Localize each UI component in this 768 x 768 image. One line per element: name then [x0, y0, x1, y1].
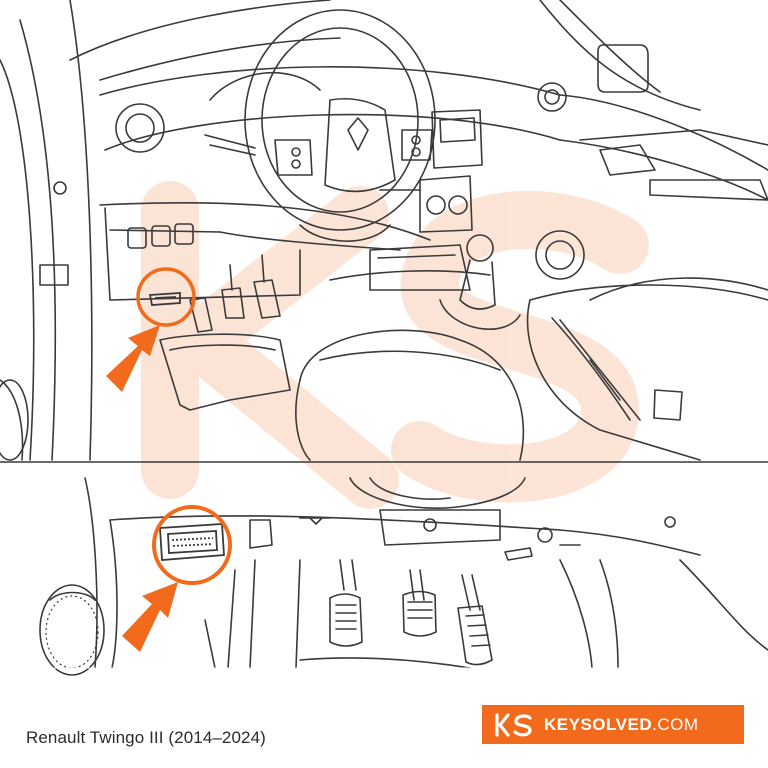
highlight-circle-icon: [152, 505, 232, 585]
watermark-logo: [141, 181, 649, 509]
ks-logo-icon: [495, 712, 532, 737]
obd-connector-icon: [148, 292, 181, 306]
panel-cabin-overview: [0, 0, 768, 463]
brand-name: KEYSOLVED.COM: [544, 715, 698, 735]
arrow-icon: [106, 325, 160, 392]
obd-connector-icon: [159, 523, 225, 561]
arrow-icon: [122, 582, 178, 652]
renault-logo-icon: [347, 117, 369, 151]
speaker-grille-bottom: [45, 595, 99, 669]
brand-name-main: KEYSOLVED: [544, 714, 653, 734]
panel-footwell-closeup: [39, 477, 768, 676]
keysolved-brand-badge[interactable]: KEYSOLVED.COM: [482, 705, 744, 744]
brand-tld: .COM: [652, 714, 699, 734]
highlight-circle-icon: [136, 267, 196, 327]
vehicle-caption: Renault Twingo III (2014–2024): [26, 728, 266, 747]
